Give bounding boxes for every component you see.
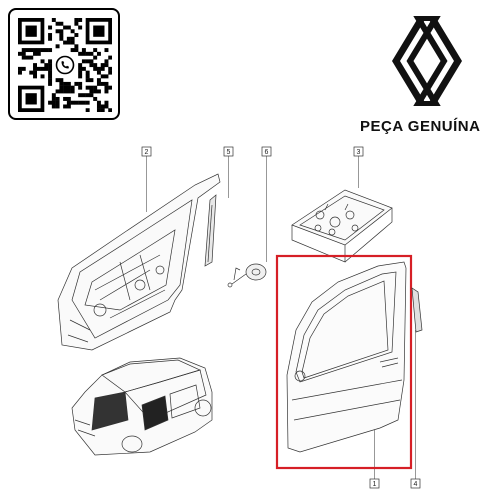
door-outer-panel (286, 261, 407, 453)
grommet-clip (227, 263, 267, 288)
renault-logo (392, 16, 462, 106)
car-illustration (71, 357, 213, 456)
weather-strip (411, 287, 423, 333)
svg-text:6: 6 (265, 149, 269, 156)
callout-6: 6 (261, 146, 272, 262)
door-inner-frame (57, 173, 221, 351)
callout-3: 3 (353, 146, 364, 188)
callout-number: 2 (145, 149, 149, 156)
callout-2: 2 (141, 146, 152, 212)
callout-5: 5 (223, 146, 234, 198)
qr-code (8, 8, 120, 120)
brand-label: PEÇA GENUÍNA (360, 118, 481, 135)
qr-code-icon (18, 18, 112, 112)
svg-text:5: 5 (227, 149, 231, 156)
fastener-box (291, 189, 393, 263)
whatsapp-icon (54, 54, 76, 76)
svg-text:3: 3 (357, 149, 361, 156)
highlight-frame (275, 254, 413, 470)
window-channel (204, 194, 217, 267)
svg-text:4: 4 (414, 481, 418, 488)
svg-text:1: 1 (373, 481, 377, 488)
callout-4: 4 (410, 330, 421, 489)
